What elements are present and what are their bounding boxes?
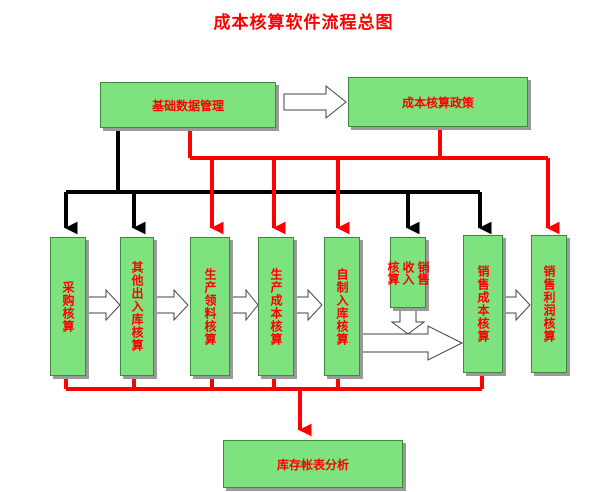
node-purchase-label: 采购核算 <box>61 280 75 333</box>
node-sales-income-label-1: 销售 <box>416 260 430 285</box>
node-sales-income-label-2: 收入 <box>401 260 415 285</box>
node-self-made-label: 自制入库核算 <box>335 267 349 346</box>
node-self-made: 自制入库核算 <box>324 237 360 376</box>
hollow-arrow-4 <box>293 288 323 322</box>
hollow-arrow-5 <box>501 288 531 322</box>
node-sales-cost-label: 销售成本核算 <box>476 265 490 343</box>
hollow-arrow-3 <box>231 288 259 322</box>
hollow-arrow-1 <box>87 288 121 322</box>
node-production-material: 生产领料核算 <box>190 237 230 376</box>
node-basic-data: 基础数据管理 <box>100 82 276 128</box>
diagram-title: 成本核算软件流程总图 <box>213 13 394 33</box>
node-production-cost-label: 生产成本核算 <box>269 267 283 346</box>
hollow-arrows <box>87 84 531 361</box>
node-sales-profit: 销售利润核算 <box>531 235 567 373</box>
node-sales-income-label-3: 核算 <box>386 260 400 285</box>
node-other-io: 其他出入库核算 <box>120 237 154 376</box>
node-production-cost: 生产成本核算 <box>258 237 294 376</box>
hollow-arrow-basic-to-policy <box>283 84 347 120</box>
hollow-arrow-long <box>361 325 464 361</box>
node-purchase: 采购核算 <box>50 237 86 376</box>
node-sales-profit-label: 销售利润核算 <box>542 265 556 343</box>
node-basic-data-label: 基础数据管理 <box>151 98 224 113</box>
hollow-arrow-2 <box>155 288 189 322</box>
node-production-material-label: 生产领料核算 <box>203 267 217 346</box>
red-connectors <box>188 127 560 235</box>
hollow-arrow-down <box>390 309 426 335</box>
node-cost-policy: 成本核算政策 <box>348 77 528 127</box>
node-sales-income: 核算 收入 销售 <box>386 237 430 308</box>
node-cost-policy-label: 成本核算政策 <box>401 95 474 110</box>
node-sales-cost: 销售成本核算 <box>463 235 503 373</box>
red-collector <box>64 372 484 437</box>
node-inventory-report: 库存帐表分析 <box>223 440 403 488</box>
node-other-io-label: 其他出入库核算 <box>130 261 144 352</box>
node-inventory-report-label: 库存帐表分析 <box>276 457 349 472</box>
